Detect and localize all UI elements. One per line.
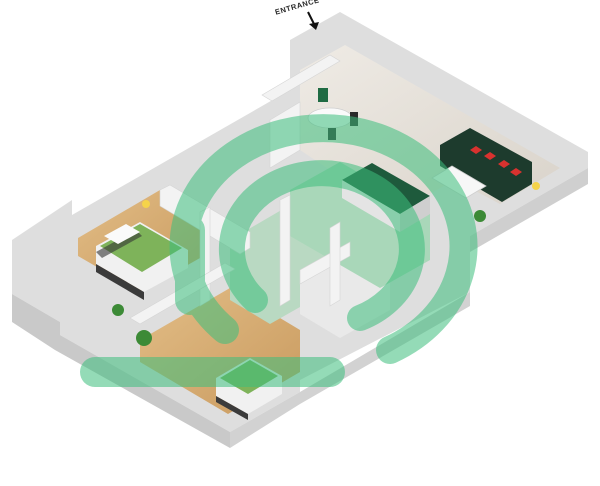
watermark-logo-icon (80, 114, 478, 387)
sofa (440, 128, 532, 202)
plants (112, 210, 486, 346)
lamps (142, 182, 540, 208)
bed-1 (96, 222, 188, 300)
kitchen-floor (290, 162, 430, 288)
entrance-arrow-icon (307, 11, 319, 30)
